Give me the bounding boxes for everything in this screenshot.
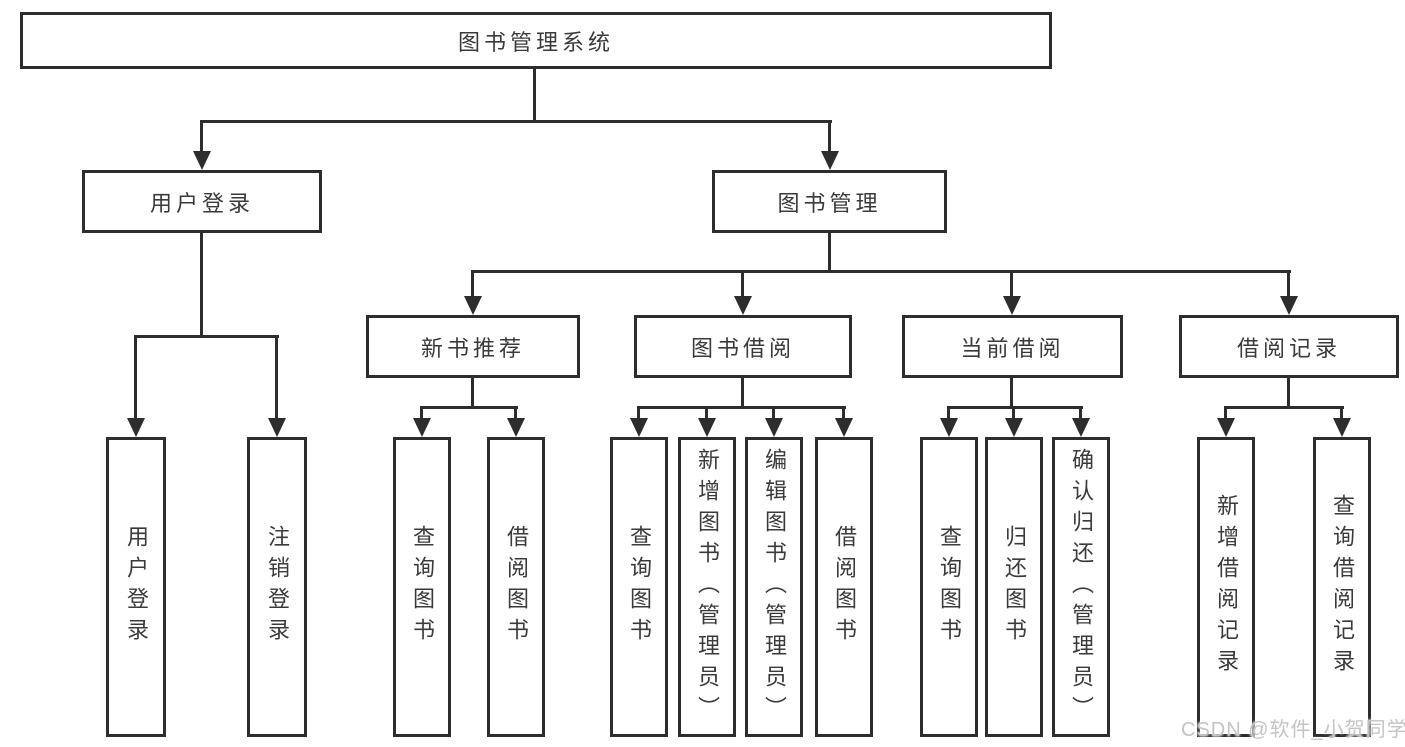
node-borrow-books-borrowing: 借阅图书 <box>815 437 873 737</box>
arrow-down-icon <box>765 418 783 437</box>
node-query-borrow-record: 查询借阅记录 <box>1313 437 1371 737</box>
arrow-down-icon <box>413 418 431 437</box>
connector-line-h <box>639 406 846 409</box>
connector-line-v <box>1079 406 1082 419</box>
connector-line-v <box>200 233 203 337</box>
arrow-down-icon <box>940 418 958 437</box>
node-return-books: 归还图书 <box>985 437 1043 737</box>
connector-line-v <box>947 406 950 419</box>
arrow-down-icon <box>507 418 525 437</box>
connector-line-v <box>200 120 203 153</box>
connector-line-v <box>514 406 517 419</box>
node-borrowing-records: 借阅记录 <box>1179 315 1399 378</box>
arrow-down-icon <box>1003 296 1021 315</box>
node-new-book-recommend: 新书推荐 <box>366 315 580 378</box>
arrow-down-icon <box>821 151 839 170</box>
node-label: 查询图书 <box>410 525 435 649</box>
connector-line-h <box>134 335 279 338</box>
node-label: 图书管理 <box>777 190 882 216</box>
arrow-down-icon <box>193 151 211 170</box>
node-label: 查询图书 <box>937 525 962 649</box>
node-label: 当前借阅 <box>960 335 1065 361</box>
node-user-login: 用户登录 <box>82 170 322 233</box>
connector-line-v <box>1012 406 1015 419</box>
node-add-books-admin: 新增图书（管理员） <box>678 437 736 737</box>
connector-line-v <box>772 406 775 419</box>
node-confirm-return-admin: 确认归还（管理员） <box>1052 437 1110 737</box>
connector-line-v <box>1010 378 1013 408</box>
node-label: 借阅图书 <box>832 525 857 649</box>
node-label: 图书管理系统 <box>457 29 614 55</box>
node-borrow-books-recommend: 借阅图书 <box>487 437 545 737</box>
connector-line-v <box>471 270 474 298</box>
arrow-down-icon <box>268 418 286 437</box>
arrow-down-icon <box>1280 296 1298 315</box>
node-label: 用户登录 <box>124 525 149 649</box>
node-query-books-recommend: 查询图书 <box>393 437 451 737</box>
node-book-management: 图书管理 <box>712 170 947 233</box>
connector-line-h <box>1226 406 1344 409</box>
node-query-books-borrowing: 查询图书 <box>610 437 668 737</box>
node-label: 用户登录 <box>149 190 254 216</box>
connector-line-v <box>1287 270 1290 298</box>
node-query-books-current: 查询图书 <box>920 437 978 737</box>
node-book-borrowing: 图书借阅 <box>634 315 852 378</box>
connector-line-v <box>741 378 744 408</box>
node-label: 查询借阅记录 <box>1330 494 1355 680</box>
node-label: 确认归还（管理员） <box>1069 447 1094 727</box>
node-add-borrow-record: 新增借阅记录 <box>1197 437 1255 737</box>
arrow-down-icon <box>1333 418 1351 437</box>
connector-line-v <box>134 335 137 419</box>
connector-line-v <box>1287 378 1290 408</box>
connector-line-h <box>201 120 832 123</box>
arrow-down-icon <box>1005 418 1023 437</box>
arrow-down-icon <box>734 296 752 315</box>
arrow-down-icon <box>127 418 145 437</box>
arrow-down-icon <box>1072 418 1090 437</box>
node-label: 注销登录 <box>265 525 290 649</box>
node-edit-books-admin: 编辑图书（管理员） <box>745 437 803 737</box>
connector-line-v <box>420 406 423 419</box>
connector-line-v <box>637 406 640 419</box>
node-label: 图书借阅 <box>690 335 795 361</box>
node-label: 借阅图书 <box>504 525 529 649</box>
connector-line-h <box>949 406 1083 409</box>
connector-line-v <box>471 378 474 408</box>
connector-line-v <box>842 406 845 419</box>
node-label: 编辑图书（管理员） <box>762 447 787 727</box>
arrow-down-icon <box>630 418 648 437</box>
connector-line-v <box>828 120 831 153</box>
node-user-login-leaf: 用户登录 <box>106 437 166 737</box>
arrow-down-icon <box>698 418 716 437</box>
connector-line-v <box>1010 270 1013 298</box>
node-current-borrowing: 当前借阅 <box>902 315 1123 378</box>
node-label: 新书推荐 <box>420 335 525 361</box>
connector-line-v <box>1224 406 1227 419</box>
node-logout: 注销登录 <box>247 437 307 737</box>
connector-line-v <box>705 406 708 419</box>
connector-line-v <box>275 335 278 419</box>
arrow-down-icon <box>835 418 853 437</box>
node-label: 查询图书 <box>627 525 652 649</box>
arrow-down-icon <box>464 296 482 315</box>
node-label: 新增图书（管理员） <box>695 447 720 727</box>
connector-line-v <box>741 270 744 298</box>
connector-line-v <box>533 69 536 122</box>
node-label: 归还图书 <box>1002 525 1027 649</box>
connector-line-v <box>1340 406 1343 419</box>
connector-line-v <box>828 233 831 272</box>
node-label: 新增借阅记录 <box>1214 494 1239 680</box>
node-label: 借阅记录 <box>1236 335 1341 361</box>
node-root: 图书管理系统 <box>20 12 1052 69</box>
watermark: CSDN @软件_小贺同学 <box>1181 719 1405 741</box>
connector-line-h <box>422 406 518 409</box>
connector-line-h <box>473 270 1291 273</box>
arrow-down-icon <box>1217 418 1235 437</box>
